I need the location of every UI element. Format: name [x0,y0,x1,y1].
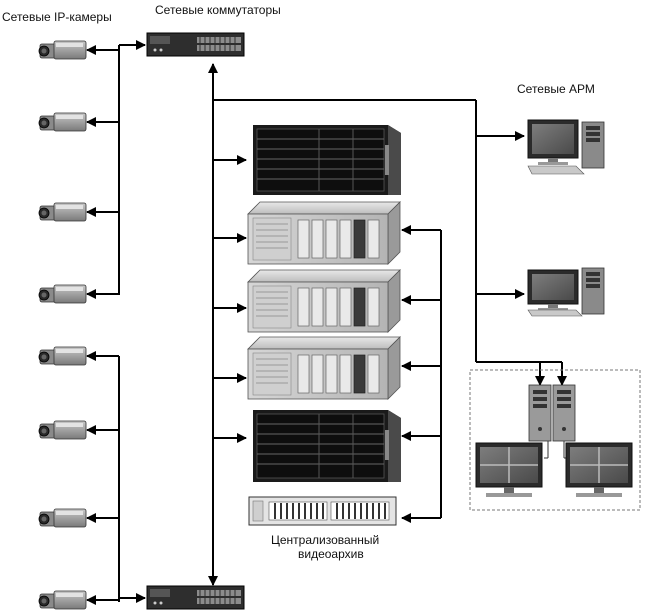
network-switch-icon [146,585,245,610]
monitor-icon [565,442,633,497]
ip-camera-icon [38,40,87,60]
workstation-icon [527,119,605,175]
server-icon [247,336,401,400]
tower-pc-icon [552,384,576,442]
ip-camera-icon [38,202,87,222]
label-archive-line2: видеоархив [298,547,364,561]
tower-pc-icon [528,384,552,442]
video-archive-storage-icon [248,496,397,526]
server-icon [247,201,401,265]
ip-camera-icon [38,346,87,366]
connection-lines [86,40,567,605]
label-archive-line1: Централизованный [271,533,380,547]
workstation-icon [527,267,605,317]
monitor-icon [475,442,543,497]
video-wall-group [469,369,641,511]
storage-array-icon [253,125,401,195]
network-switch-icon [146,32,245,57]
ip-camera-icon [38,508,87,528]
label-network-workstations: Сетевые АРМ [517,82,595,96]
server-icon [247,269,401,333]
ip-cameras [38,40,87,610]
ip-camera-icon [38,284,87,304]
ip-camera-icon [38,590,87,610]
label-ip-cameras: Сетевые IP-камеры [2,10,112,24]
storage-array-icon [253,410,401,482]
ip-camera-icon [38,112,87,132]
label-network-switches: Сетевые коммутаторы [155,3,281,17]
ip-camera-icon [38,420,87,440]
